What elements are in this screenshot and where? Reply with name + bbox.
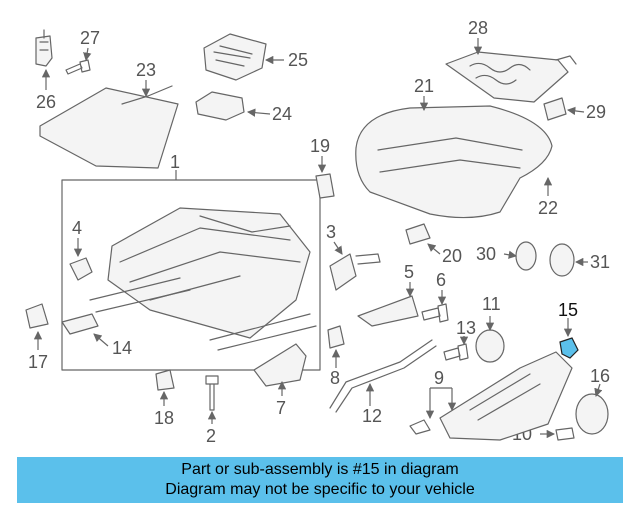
callout-27: 27 bbox=[80, 28, 100, 48]
callout-29: 29 bbox=[586, 102, 606, 122]
callout-7: 7 bbox=[276, 398, 286, 418]
part-24: 24 bbox=[195, 91, 292, 124]
part-5: 5 bbox=[357, 262, 419, 327]
callout-4: 4 bbox=[72, 218, 82, 238]
callout-3: 3 bbox=[326, 222, 336, 242]
callout-24: 24 bbox=[272, 104, 292, 124]
part-26: 26 bbox=[35, 29, 56, 112]
callout-1: 1 bbox=[170, 152, 180, 172]
part-6: 6 bbox=[421, 270, 449, 323]
callout-5: 5 bbox=[404, 262, 414, 282]
part-16: 16 bbox=[575, 366, 610, 435]
part-21: 21 bbox=[355, 76, 553, 219]
part-17: 17 bbox=[25, 303, 49, 372]
part-13: 13 bbox=[443, 318, 476, 361]
callout-22: 22 bbox=[538, 198, 558, 218]
callout-31: 31 bbox=[590, 252, 610, 272]
part-20: 20 bbox=[405, 223, 462, 266]
callout-6: 6 bbox=[436, 270, 446, 290]
part-22: 22 bbox=[538, 176, 558, 218]
callout-20: 20 bbox=[442, 246, 462, 266]
part-9: 9 bbox=[409, 351, 573, 441]
callout-9: 9 bbox=[434, 368, 444, 388]
part-18: 18 bbox=[154, 369, 175, 428]
callout-13: 13 bbox=[456, 318, 476, 338]
parts-diagram: 26 27 23 25 24 28 29 bbox=[25, 18, 610, 446]
caption-line-1: Part or sub-assembly is #15 in diagram bbox=[181, 461, 459, 478]
part-3: 3 bbox=[326, 222, 381, 291]
callout-14: 14 bbox=[112, 338, 132, 358]
part-19: 19 bbox=[310, 136, 335, 199]
callout-25: 25 bbox=[288, 50, 308, 70]
callout-18: 18 bbox=[154, 408, 174, 428]
callout-15: 15 bbox=[558, 300, 578, 320]
part-8: 8 bbox=[327, 325, 345, 388]
caption-banner: Part or sub-assembly is #15 in diagram D… bbox=[17, 457, 623, 503]
callout-21: 21 bbox=[414, 76, 434, 96]
part-11: 11 bbox=[475, 294, 505, 363]
part-23: 23 bbox=[39, 60, 179, 169]
part-27: 27 bbox=[65, 28, 100, 75]
part-7: 7 bbox=[253, 343, 307, 418]
callout-16: 16 bbox=[590, 366, 610, 386]
part-14: 14 bbox=[61, 313, 132, 358]
callout-19: 19 bbox=[310, 136, 330, 156]
callout-28: 28 bbox=[468, 18, 488, 38]
caption-line-2: Diagram may not be specific to your vehi… bbox=[165, 481, 475, 498]
callout-11: 11 bbox=[482, 294, 501, 314]
part-25: 25 bbox=[203, 33, 308, 81]
callout-26: 26 bbox=[36, 92, 56, 112]
callout-23: 23 bbox=[136, 60, 156, 80]
part-31: 31 bbox=[549, 243, 610, 277]
callout-30: 30 bbox=[476, 244, 496, 264]
part-15-highlighted: 15 bbox=[558, 300, 579, 359]
part-30: 30 bbox=[476, 241, 537, 271]
part-1: 1 bbox=[61, 152, 321, 371]
part-29: 29 bbox=[543, 97, 606, 122]
part-2: 2 bbox=[205, 375, 219, 446]
callout-2: 2 bbox=[206, 426, 216, 446]
callout-8: 8 bbox=[330, 368, 340, 388]
callout-12: 12 bbox=[362, 406, 382, 426]
part-12: 12 bbox=[329, 339, 437, 426]
part-28: 28 bbox=[445, 18, 577, 103]
callout-17: 17 bbox=[28, 352, 48, 372]
part-4: 4 bbox=[69, 218, 93, 281]
